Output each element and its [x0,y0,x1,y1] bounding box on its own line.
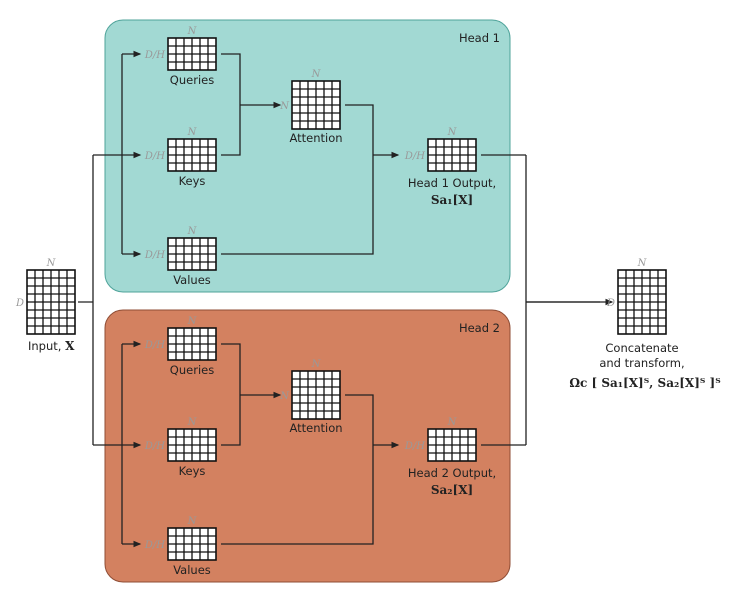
head-1-attention-label: Attention [289,131,342,145]
concat-label-line1: Concatenate [605,341,678,355]
head-2-attention-matrix-dim-n: N [311,359,322,370]
head-2-output-math: Sa₂[X] [431,483,473,497]
head-2-queries-matrix [167,327,217,361]
head-1-attention-matrix-dim-rows: N [279,101,290,112]
head-1-title: Head 1 [459,31,500,45]
head-1-keys-matrix-dim-n: N [187,127,198,138]
head-2-box [104,309,511,583]
head-1-queries-matrix-dim-rows: D/H [144,50,165,61]
input-label: Input, X [28,339,75,353]
head-2-attention-label: Attention [289,421,342,435]
head-1-attention-matrix [291,80,341,130]
head-2-queries-label: Queries [170,363,214,377]
head-1-keys-label: Keys [179,174,206,188]
head-1-values-matrix-dim-n: N [187,226,198,237]
head-1-queries-matrix-dim-n: N [187,26,198,37]
head-2-keys-matrix-dim-n: N [187,417,198,428]
head-2-values-matrix-dim-n: N [187,516,198,527]
head-1-output-matrix [427,138,477,172]
head-2-av-join [221,394,374,545]
concat-matrix [617,269,667,335]
head-1-output-math: Sa₁[X] [431,193,473,207]
input-matrix [26,269,76,335]
head-1-keys-matrix-dim-rows: D/H [144,151,165,162]
head-2-keys-matrix [167,428,217,462]
head-2-output-matrix [427,428,477,462]
head-1-box [104,19,511,293]
head-1-av-join [221,104,374,255]
head-1-values-matrix [167,237,217,271]
head-2-keys-label: Keys [179,464,206,478]
head-2-queries-matrix-dim-rows: D/H [144,340,165,351]
head-1-attention-matrix-dim-n: N [311,69,322,80]
input-matrix-dim-rows: D [15,298,24,309]
head-2-output-label: Head 2 Output, [408,466,496,480]
head-1-output-matrix-dim-rows: D/H [404,151,425,162]
input-connector [78,155,94,445]
head-2-values-matrix [167,527,217,561]
head-2-output-matrix-dim-n: N [447,417,458,428]
head-1-output-matrix-dim-n: N [447,127,458,138]
head-2-title: Head 2 [459,321,500,335]
concat-matrix-dim-rows: D [606,298,615,309]
head-1-queries-matrix [167,37,217,71]
head-1-values-matrix-dim-rows: D/H [144,250,165,261]
head-2-output-matrix-dim-rows: D/H [404,441,425,452]
head-2-attention-matrix-dim-rows: N [279,391,290,402]
concat-matrix-dim-n: N [637,258,648,269]
head-2-values-label: Values [173,563,211,577]
head-1-output-label: Head 1 Output, [408,176,496,190]
head-1-values-label: Values [173,273,211,287]
head-2-attention-matrix [291,370,341,420]
head-1-keys-matrix [167,138,217,172]
input-matrix-dim-n: N [46,258,57,269]
concat-formula: Ωc [ Sa₁[X]ᵀ, Sa₂[X]ᵀ ]ᵀ [569,376,720,390]
head-2-keys-matrix-dim-rows: D/H [144,441,165,452]
concat-label-line2: and transform, [599,356,684,370]
head-1-queries-label: Queries [170,73,214,87]
head-2-queries-matrix-dim-n: N [187,316,198,327]
head-2-values-matrix-dim-rows: D/H [144,540,165,551]
